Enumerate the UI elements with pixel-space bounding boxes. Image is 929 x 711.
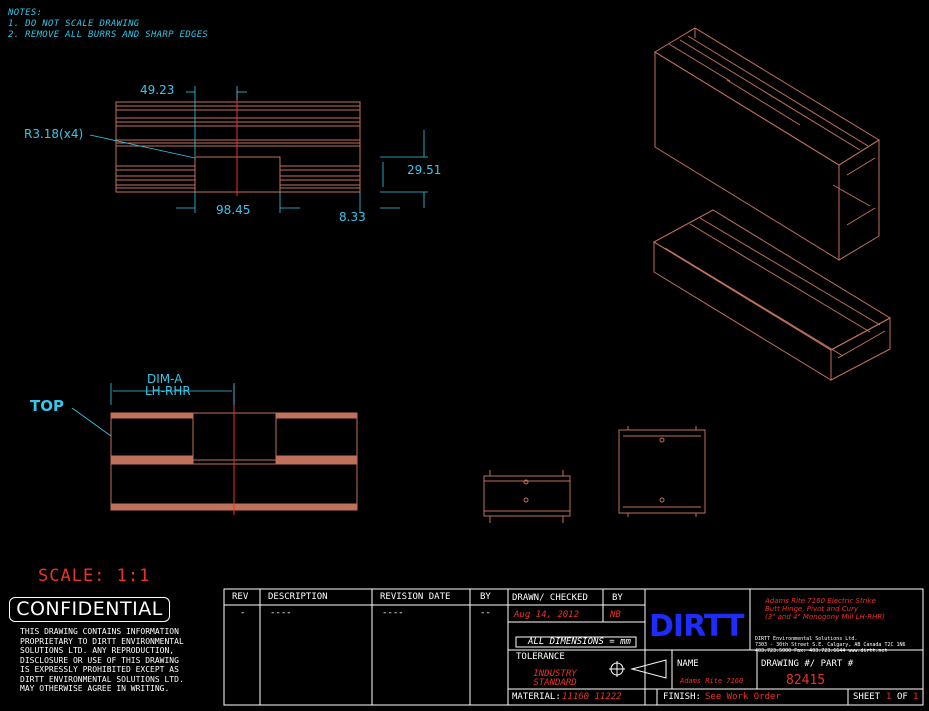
disclaimer-line: MAY OTHERWISE AGREE IN WRITING. <box>20 684 170 693</box>
sheet-total: 1 <box>913 692 919 702</box>
description-value: ---- <box>270 608 292 618</box>
company-line: 403.723.5000 Fax: 403.723.6644 www.dirtt… <box>755 648 888 654</box>
finish-value: See Work Order <box>705 692 781 702</box>
confidential-disclaimer: THIS DRAWING CONTAINS INFORMATION PROPRI… <box>20 627 210 694</box>
dirtt-logo: DIRTT <box>649 609 744 644</box>
by2-header: BY <box>612 593 623 603</box>
material-value: 11160 11222 <box>562 692 622 702</box>
notes-block: NOTES: 1. DO NOT SCALE DRAWING 2. REMOVE… <box>8 8 208 41</box>
sheet-value: 1 <box>886 692 892 702</box>
finish-label: FINISH: <box>663 692 701 702</box>
drawn-date: Aug 14, 2012 <box>514 610 580 620</box>
isometric-view-2 <box>652 209 892 381</box>
part-description-line: Adams Rite 7160 Electric Strike <box>765 597 876 605</box>
tolerance-value: INDUSTRY STANDARD <box>533 669 577 688</box>
dim-29: 29.51 <box>407 163 441 177</box>
front-view <box>115 90 361 196</box>
confidential-title: CONFIDENTIAL <box>9 597 170 622</box>
description-header: DESCRIPTION <box>268 592 328 602</box>
notes-line-2: 2. REMOVE ALL BURRS AND SHARP EDGES <box>8 30 209 40</box>
dim-98: 98.45 <box>216 203 250 217</box>
disclaimer-line: PROPRIETARY TO DIRTT ENVIRONMENTAL <box>20 636 184 646</box>
name-label: NAME <box>677 659 699 669</box>
dim-radius: R3.18(x4) <box>24 127 83 141</box>
notes-line-1: 1. DO NOT SCALE DRAWING <box>8 19 140 29</box>
drawing-number-label: DRAWING #/ PART # <box>761 659 854 669</box>
all-dimensions-mm: ALL DIMENSIONS = mm <box>528 637 631 647</box>
disclaimer-line: SOLUTIONS LTD. ANY REPRODUCTION, <box>20 646 175 655</box>
part-description-line: (3" and 4" Monogony Mill LH-RHR) <box>765 613 886 621</box>
scale-label: SCALE: 1:1 <box>38 566 151 586</box>
side-view <box>110 385 358 515</box>
dimension-lines <box>89 86 428 213</box>
revision-date-value: ---- <box>382 608 404 618</box>
disclaimer-line: IS EXPRESSLY PROHIBITED EXCEPT AS <box>20 665 179 674</box>
tolerance-label: TOLERANCE <box>516 652 565 662</box>
sheet-of: OF <box>897 692 908 702</box>
side-dimensions <box>71 383 235 437</box>
end-view-large <box>618 426 706 517</box>
top-label: TOP <box>30 397 64 415</box>
part-description: Adams Rite 7160 Electric Strike Butt Hin… <box>765 597 885 621</box>
dim-a-sub: LH-RHR <box>145 384 191 398</box>
name-value: Adams Rite 7160 <box>680 677 744 685</box>
end-view-small <box>483 470 571 523</box>
isometric-view-1 <box>654 27 880 261</box>
sheet-label: SHEET <box>853 692 881 702</box>
revision-date-header: REVISION DATE <box>380 592 451 602</box>
by-value: -- <box>480 608 491 618</box>
dim-a-label: DIM-A <box>147 372 183 386</box>
disclaimer-line: THIS DRAWING CONTAINS INFORMATION <box>20 627 179 636</box>
rev-header: REV <box>232 592 249 602</box>
company-line: DIRTT Environmental Solutions Ltd. <box>755 636 858 642</box>
company-info: DIRTT Environmental Solutions Ltd. 7303 … <box>755 636 906 654</box>
dim-8: 8.33 <box>339 210 366 224</box>
by-header: BY <box>480 592 491 602</box>
disclaimer-line: DISCLOSURE OR USE OF THIS DRAWING <box>20 655 179 665</box>
rev-value: - <box>240 608 246 618</box>
material-label: MATERIAL: <box>512 692 561 702</box>
title-block <box>223 588 924 706</box>
notes-heading: NOTES: <box>8 8 43 18</box>
drawing-number-value: 82415 <box>786 673 826 688</box>
drawn-by: NB <box>610 610 621 620</box>
dim-49: 49.23 <box>140 83 174 97</box>
part-description-line: Butt Hinge, Pivot and Cury <box>765 605 859 613</box>
disclaimer-line: DIRTT ENVIRONMENTAL SOLUTIONS LTD. <box>20 674 184 684</box>
drawn-checked-header: DRAWN/ CHECKED <box>512 593 588 603</box>
company-line: 7303 - 30th Street S.E. Calgary, AB Cana… <box>755 642 906 648</box>
